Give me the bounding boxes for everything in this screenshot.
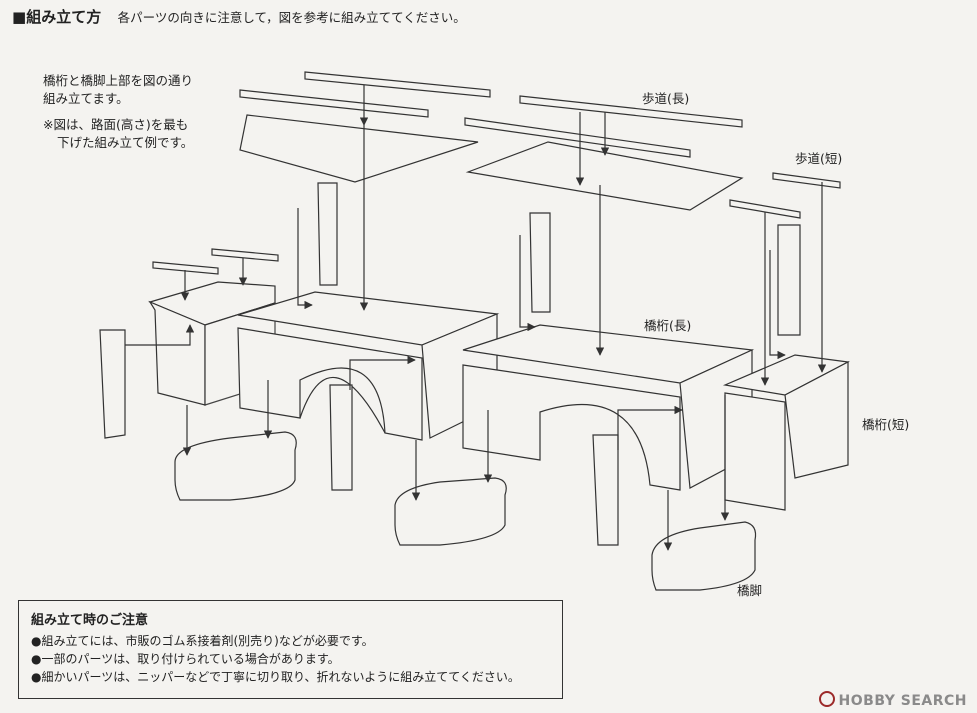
- intro-note-2: 下げた組み立て例です。: [57, 135, 194, 150]
- assembly-arrows: [125, 85, 827, 551]
- pier-columns: [99, 182, 801, 546]
- section-title: 組み立て方: [12, 8, 101, 26]
- intro-text: 橋桁と橋脚上部を図の通り 組み立てます。 ※図は、路面(高さ)を最も 下げた組み…: [43, 72, 193, 152]
- label-sidewalk-short: 歩道(短): [795, 151, 843, 166]
- label-sidewalk-long: 歩道(長): [642, 91, 690, 106]
- intro-note-1: ※図は、路面(高さ)を最も: [43, 117, 189, 132]
- girder-short-right: [722, 354, 850, 511]
- label-girder-long: 橋桁(長): [644, 318, 692, 333]
- label-girder-short: 橋桁(短): [862, 417, 910, 432]
- assembly-diagram: [99, 71, 850, 591]
- section-subtitle: 各パーツの向きに注意して，図を参考に組み立ててください。: [117, 10, 466, 25]
- sidewalk-long-left: [239, 71, 491, 183]
- girder-long-left: [237, 291, 500, 441]
- watermark: HOBBY SEARCH: [818, 691, 967, 709]
- assembly-notice-box: 組み立て時のご注意 組み立てには、市販のゴム系接着剤(別売り)などが必要です。 …: [18, 600, 563, 699]
- notice-title: 組み立て時のご注意: [31, 613, 149, 628]
- notice-item-1: 組み立てには、市販のゴム系接着剤(別売り)などが必要です。: [31, 632, 550, 650]
- notice-item-2: 一部のパーツは、取り付けられている場合があります。: [31, 650, 550, 668]
- intro-line-2: 組み立てます。: [43, 91, 129, 106]
- pier-bases: [174, 431, 757, 591]
- sidewalk-long-right: [464, 95, 744, 211]
- label-pier: 橋脚: [737, 583, 763, 598]
- watermark-text: HOBBY SEARCH: [838, 693, 967, 709]
- sidewalk-short: [152, 172, 841, 275]
- instruction-header: 組み立て方 各パーツの向きに注意して，図を参考に組み立ててください。: [12, 6, 466, 27]
- intro-line-1: 橋桁と橋脚上部を図の通り: [43, 73, 194, 88]
- hobby-search-logo-icon: [818, 691, 835, 707]
- notice-item-3: 細かいパーツは、ニッパーなどで丁寧に切り取り、折れないように組み立ててください。: [31, 668, 550, 686]
